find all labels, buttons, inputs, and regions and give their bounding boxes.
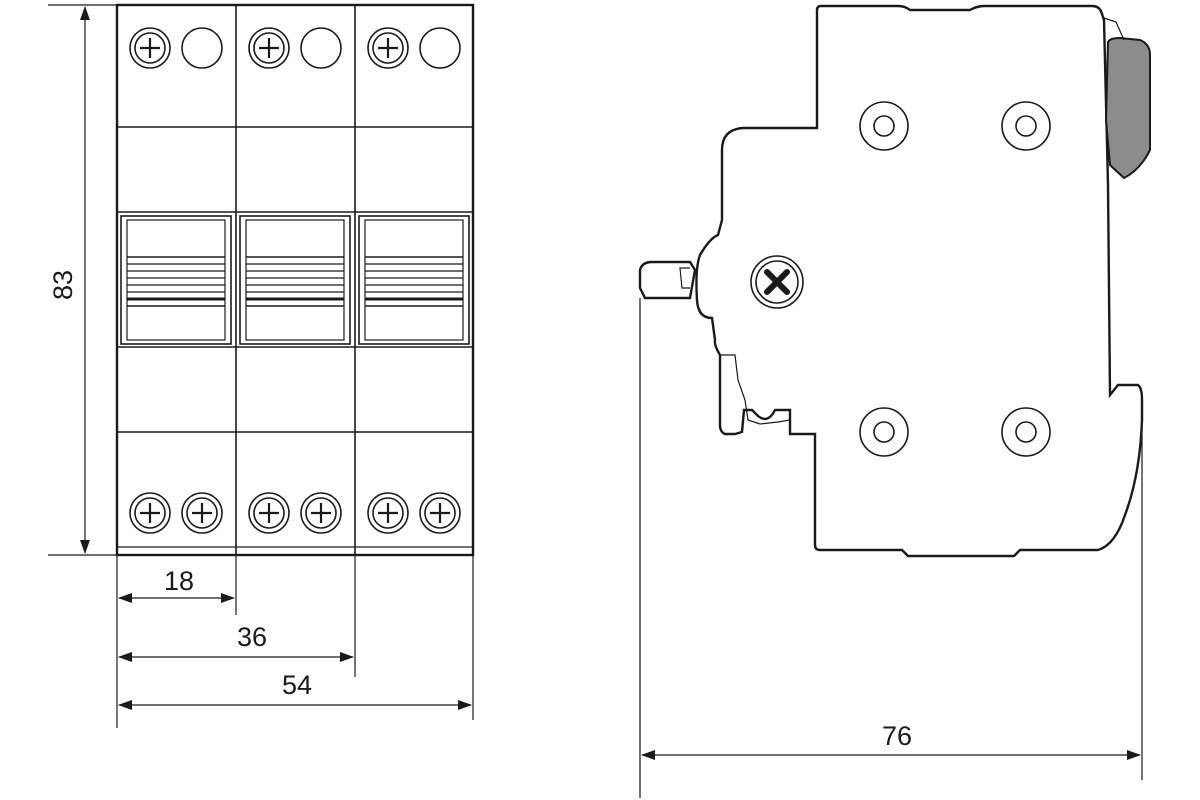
rivet-icon [859,101,909,151]
phillips-screw-icon [181,492,223,534]
open-terminal-icon [300,27,342,69]
side-dimensions: 76 [639,298,1143,798]
front-view [115,3,475,557]
front-dimensions: 83 18 36 54 [48,4,474,728]
open-terminal-icon [181,27,223,69]
width-54-label: 54 [282,670,312,700]
toggle-handle-1 [120,215,232,345]
rivet-icon [1001,407,1051,457]
side-view [638,4,1151,558]
latch-detail [720,354,791,425]
phillips-screw-icon [248,27,290,69]
toggle-handle-2 [239,215,351,345]
width-18-label: 18 [164,566,194,596]
phillips-screw-icon [300,492,342,534]
din-rail-base [638,260,697,300]
phillips-screw-icon [367,27,409,69]
side-body [695,4,1144,558]
base-lip-detail [679,267,690,289]
rivet-icon [1001,101,1051,151]
phillips-screw-icon [248,492,290,534]
cross-screw-icon [750,255,804,309]
rivet-icon [859,407,909,457]
open-terminal-icon [419,27,461,69]
phillips-screw-icon [129,492,171,534]
toggle-handle-3 [358,215,470,345]
side-clip-edge [1103,17,1125,41]
depth-label: 76 [882,721,912,751]
side-clip [1104,36,1151,180]
phillips-screw-icon [129,27,171,69]
phillips-screw-icon [367,492,409,534]
front-body [115,3,475,557]
height-label: 83 [48,270,78,300]
phillips-screw-icon [419,492,461,534]
width-36-label: 36 [237,622,267,652]
